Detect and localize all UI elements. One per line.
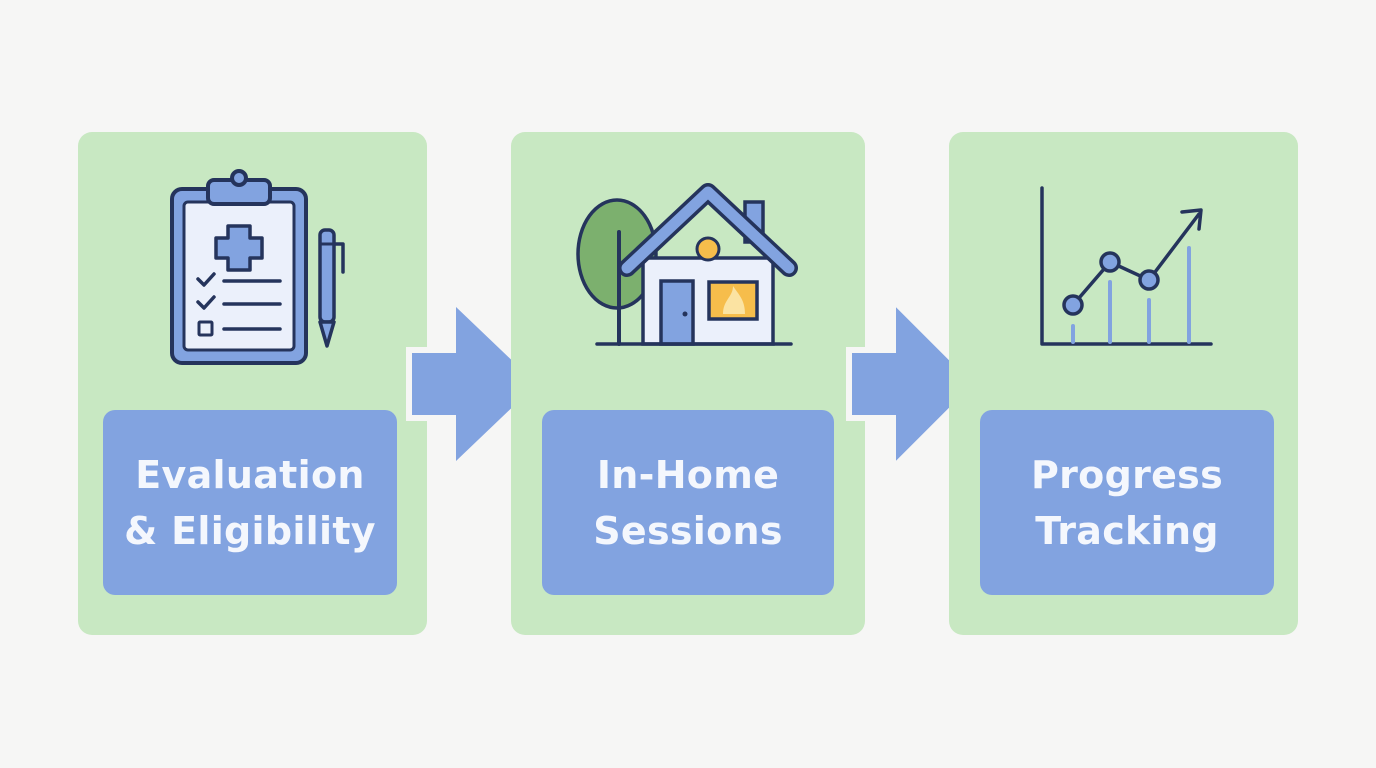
step-label: Evaluation & Eligibility [124, 447, 376, 559]
step-card-sessions: In-Home Sessions [511, 132, 865, 635]
arrow-right-icon [406, 298, 546, 473]
step-card-evaluation: Evaluation & Eligibility [78, 132, 427, 635]
step-label-line-1: In-Home [596, 452, 780, 497]
step-label: Progress Tracking [1031, 447, 1223, 559]
step-card-tracking: Progress Tracking [949, 132, 1298, 635]
step-label: In-Home Sessions [593, 447, 783, 559]
step-label-box: Progress Tracking [980, 410, 1274, 595]
step-label-line-2: & Eligibility [124, 508, 376, 553]
house-icon [576, 183, 798, 346]
step-label-line-2: Tracking [1035, 508, 1219, 553]
step-label-line-2: Sessions [593, 508, 783, 553]
step-label-box: In-Home Sessions [542, 410, 834, 595]
arrow-right-icon [846, 298, 982, 473]
step-label-box: Evaluation & Eligibility [103, 410, 397, 595]
chart-icon [1040, 186, 1213, 346]
step-label-line-1: Progress [1030, 452, 1224, 497]
step-label-line-1: Evaluation [135, 452, 365, 497]
clipboard-icon [170, 169, 345, 365]
